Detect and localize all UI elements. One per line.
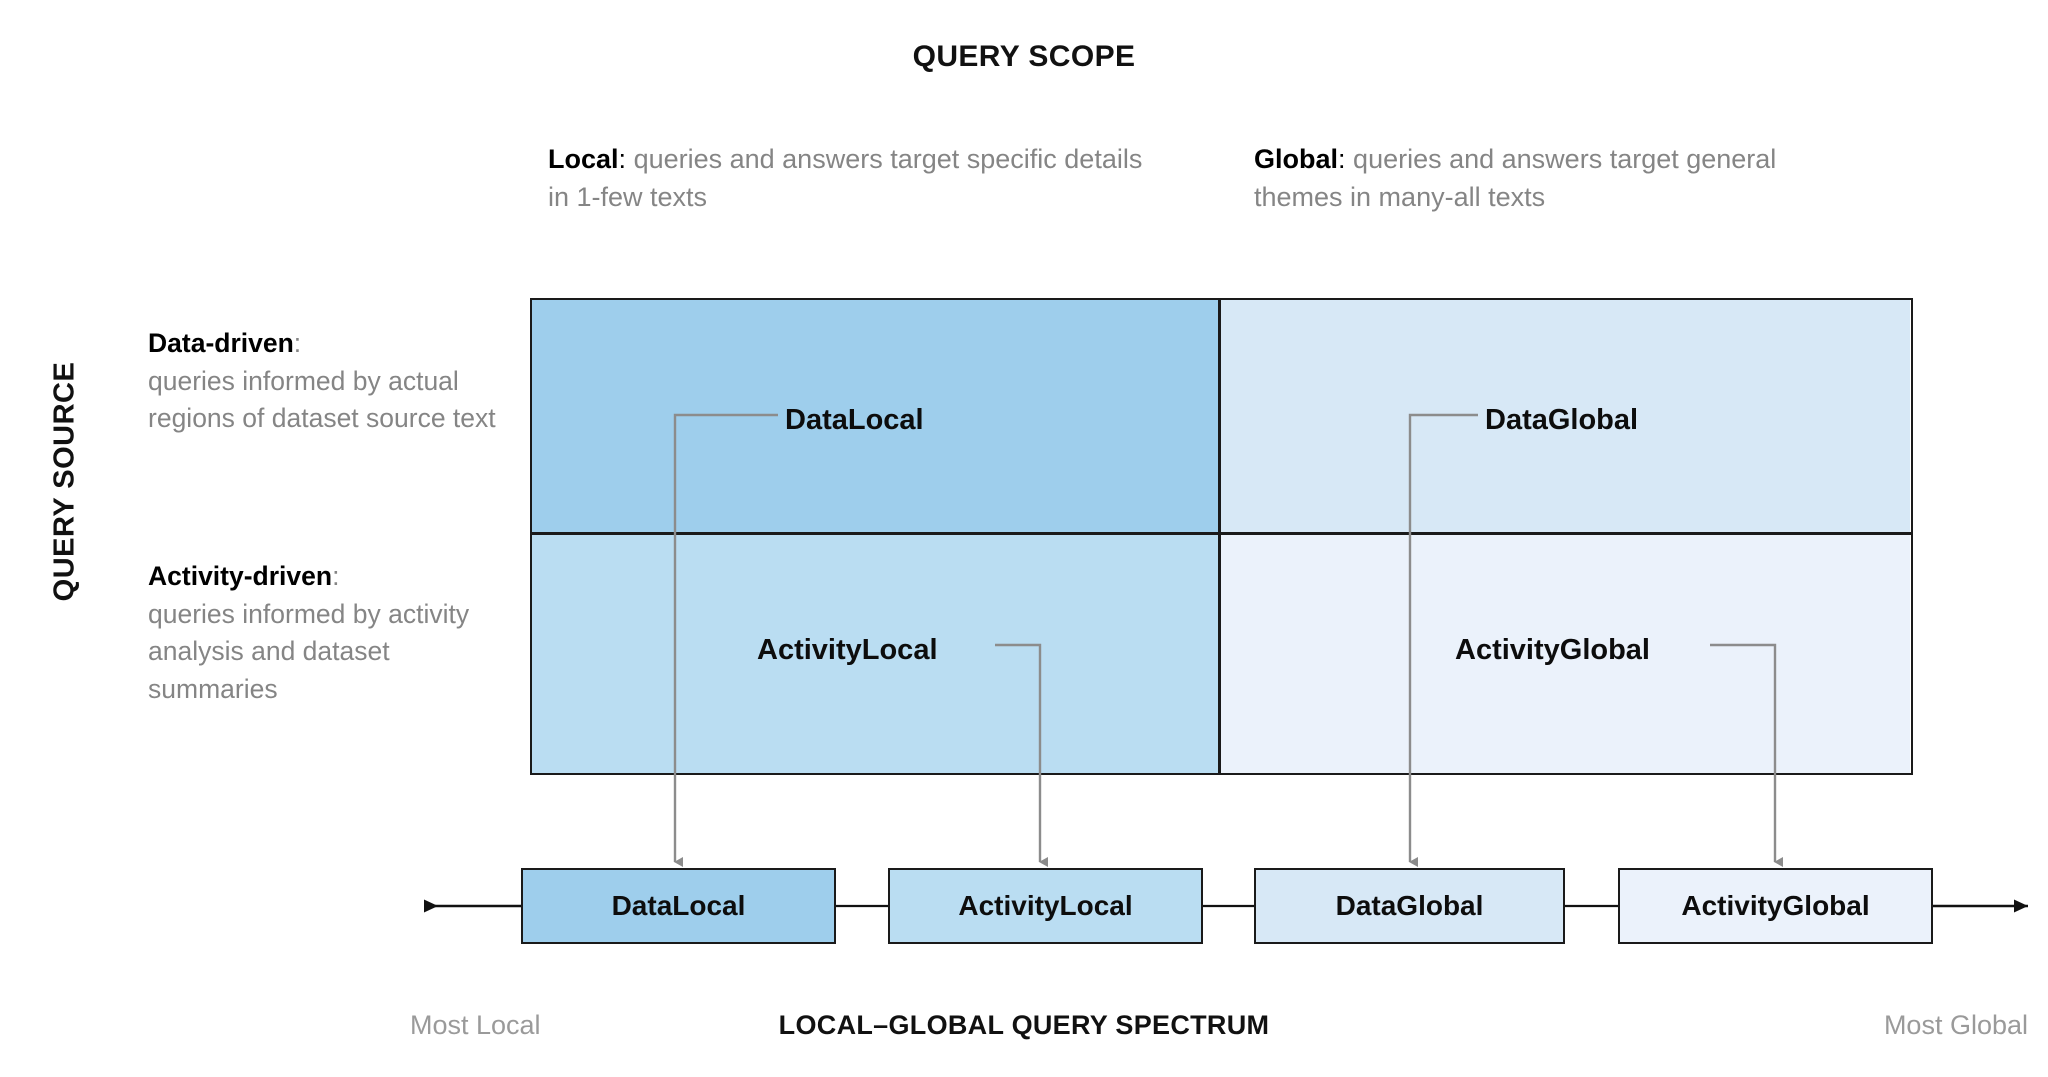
column-description-text-local: queries and answers target specific deta… xyxy=(548,144,1143,213)
column-description-global: Global: queries and answers target gener… xyxy=(1254,140,1854,217)
row-term-data-driven: Data-driven xyxy=(148,328,294,358)
spectrum-box-data-global[interactable]: DataGlobal xyxy=(1254,868,1565,944)
grid-horizontal-divider xyxy=(532,532,1911,535)
quadrant-grid xyxy=(530,298,1913,775)
quadrant-label-data-global: DataGlobal xyxy=(1485,404,1639,436)
spectrum-box-activity-local[interactable]: ActivityLocal xyxy=(888,868,1203,944)
row-term-activity-driven: Activity-driven xyxy=(148,561,333,591)
row-colon-activity-driven: : xyxy=(332,561,340,591)
column-description-local: Local: queries and answers target specif… xyxy=(548,140,1148,217)
spectrum-box-data-local[interactable]: DataLocal xyxy=(521,868,836,944)
quadrant-data-global[interactable] xyxy=(1220,300,1910,534)
row-description-data-driven: Data-driven: queries informed by actual … xyxy=(148,325,518,438)
column-term-local: Local xyxy=(548,144,619,174)
row-description-text-activity-driven: queries informed by activity analysis an… xyxy=(148,598,470,704)
column-colon-local: : xyxy=(618,144,627,174)
row-colon-data-driven: : xyxy=(293,328,302,358)
quadrant-data-local[interactable] xyxy=(532,300,1220,534)
quadrant-activity-global[interactable] xyxy=(1220,534,1910,773)
row-description-activity-driven: Activity-driven: queries informed by act… xyxy=(148,558,518,709)
query-source-axis-label: QUERY SOURCE xyxy=(48,361,81,602)
spectrum-box-activity-global[interactable]: ActivityGlobal xyxy=(1618,868,1933,944)
column-term-global: Global xyxy=(1254,144,1339,174)
quadrant-label-data-local: DataLocal xyxy=(785,404,924,436)
grid-vertical-divider xyxy=(1218,300,1221,773)
spectrum-right-end-label: Most Global xyxy=(1883,1010,2028,1040)
quadrant-label-activity-global: ActivityGlobal xyxy=(1455,634,1650,666)
column-colon-global: : xyxy=(1338,144,1346,174)
spectrum-caption: LOCAL–GLOBAL QUERY SPECTRUM xyxy=(778,1010,1270,1040)
row-description-text-data-driven: queries informed by actual regions of da… xyxy=(148,365,496,434)
spectrum-left-end-label: Most Local xyxy=(410,1010,541,1040)
quadrant-activity-local[interactable] xyxy=(532,534,1220,773)
column-description-text-global: queries and answers target general theme… xyxy=(1254,144,1777,213)
quadrant-label-activity-local: ActivityLocal xyxy=(757,634,938,666)
page-title: QUERY SCOPE xyxy=(912,40,1136,73)
